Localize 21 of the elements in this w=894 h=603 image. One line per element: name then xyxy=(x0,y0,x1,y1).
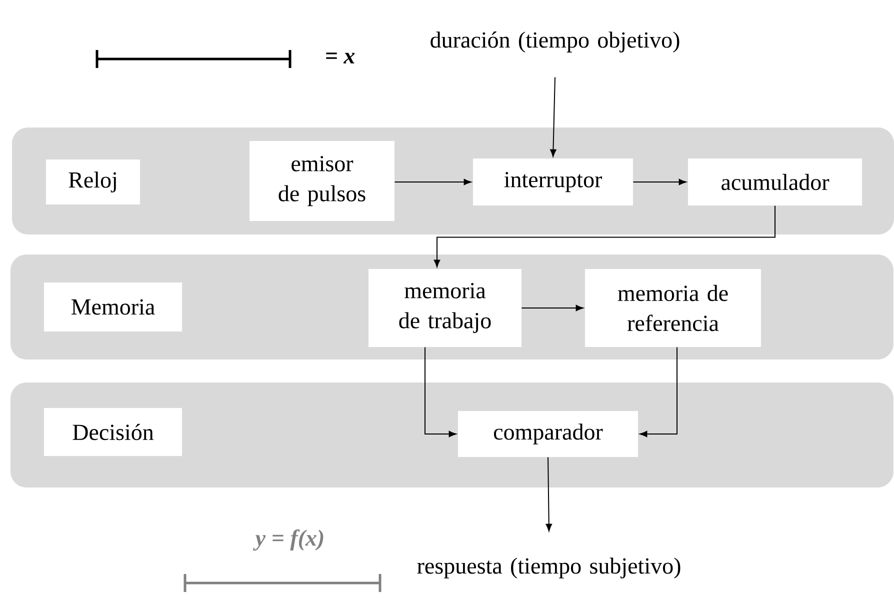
process-box: memoria de referencia xyxy=(585,269,761,347)
arrow xyxy=(521,304,584,312)
process-box: Decisión xyxy=(44,408,182,456)
process-box: memoria de trabajo xyxy=(368,269,522,347)
arrow xyxy=(546,456,552,532)
formula-label: y = f(x) xyxy=(253,529,324,551)
arrow xyxy=(640,346,678,438)
process-box: comparador xyxy=(458,411,638,457)
arrow xyxy=(424,346,456,438)
text-label: duración (tiempo objetivo) xyxy=(430,32,680,52)
formula-label: = x xyxy=(326,52,355,64)
process-box: acumulador xyxy=(688,158,862,206)
arrow xyxy=(394,178,472,186)
text-label: respuesta (tiempo subjetivo) xyxy=(417,558,680,578)
arrow xyxy=(434,205,776,268)
process-box: emisor de pulsos xyxy=(250,141,394,221)
process-box: interruptor xyxy=(473,158,633,206)
process-box: Reloj xyxy=(46,160,140,204)
process-box: Memoria xyxy=(44,282,182,332)
arrow xyxy=(632,178,686,186)
arrow xyxy=(550,76,556,157)
